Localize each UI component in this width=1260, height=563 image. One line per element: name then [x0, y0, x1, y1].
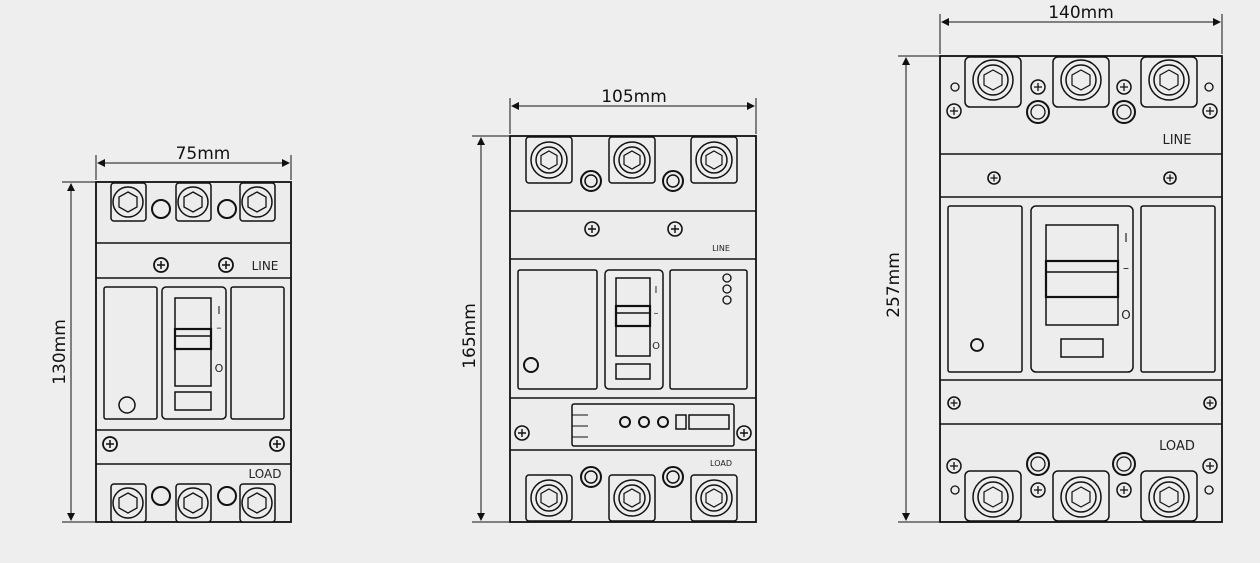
off-mark-medium: O: [652, 341, 660, 352]
indicator-large: [970, 338, 984, 352]
screw-small-br: [269, 436, 285, 452]
terminal-load-large: [946, 452, 1218, 522]
on-mark-medium: I: [655, 285, 658, 296]
load-label-large: LOAD: [1159, 439, 1195, 454]
breaker-medium: 105mm 165mm: [460, 87, 757, 523]
terminal-load-small: [110, 483, 276, 523]
height-dimension-large: 257mm: [884, 55, 940, 523]
line-label-large: LINE: [1162, 133, 1191, 148]
off-mark-large: O: [1121, 308, 1130, 322]
height-label-medium: 165mm: [460, 303, 480, 369]
line-label-small: LINE: [252, 259, 279, 273]
terminal-line-small: [110, 182, 276, 222]
breaker-small: 75mm 130mm: [50, 144, 292, 523]
screw-medium-bl: [514, 425, 530, 441]
on-mark-small: I: [217, 304, 220, 317]
line-label-medium: LINE: [712, 244, 730, 253]
width-label-medium: 105mm: [601, 87, 667, 107]
screw-large-br: [1203, 396, 1217, 410]
height-dimension-medium: 165mm: [460, 135, 510, 523]
handle-small[interactable]: [161, 286, 227, 420]
screw-medium-tl: [584, 221, 600, 237]
width-dimension-large: 140mm: [939, 3, 1223, 54]
mid-mark-small: –: [216, 321, 222, 334]
indicator-small: [118, 396, 136, 414]
terminal-line-medium: [525, 136, 738, 192]
breaker-large: 140mm 257mm: [884, 3, 1223, 523]
screw-small-tl: [153, 257, 169, 273]
mid-mark-large: –: [1123, 261, 1129, 275]
screw-medium-br: [736, 425, 752, 441]
terminal-load-medium: [525, 466, 738, 522]
height-label-large: 257mm: [884, 252, 904, 318]
screw-large-tl: [987, 171, 1001, 185]
mid-mark-medium: –: [654, 308, 659, 319]
width-dimension-small: 75mm: [95, 144, 292, 180]
on-mark-large: I: [1124, 231, 1128, 245]
screw-small-bl: [102, 436, 118, 452]
screw-small-tr: [218, 257, 234, 273]
handle-medium[interactable]: [604, 269, 664, 390]
load-label-medium: LOAD: [710, 459, 732, 468]
indicator-medium: [523, 357, 539, 373]
handle-large[interactable]: [1030, 205, 1134, 373]
load-label-small: LOAD: [249, 467, 282, 481]
off-mark-small: O: [215, 362, 224, 375]
terminal-line-large: [946, 56, 1218, 124]
screw-medium-tr: [667, 221, 683, 237]
screw-large-tr: [1163, 171, 1177, 185]
width-dimension-medium: 105mm: [509, 87, 757, 134]
screw-large-bl: [947, 396, 961, 410]
accessory-window-medium: [571, 403, 735, 447]
height-label-small: 130mm: [50, 319, 70, 385]
height-dimension-small: 130mm: [50, 181, 96, 523]
width-label-small: 75mm: [176, 144, 231, 164]
width-label-large: 140mm: [1048, 3, 1114, 23]
